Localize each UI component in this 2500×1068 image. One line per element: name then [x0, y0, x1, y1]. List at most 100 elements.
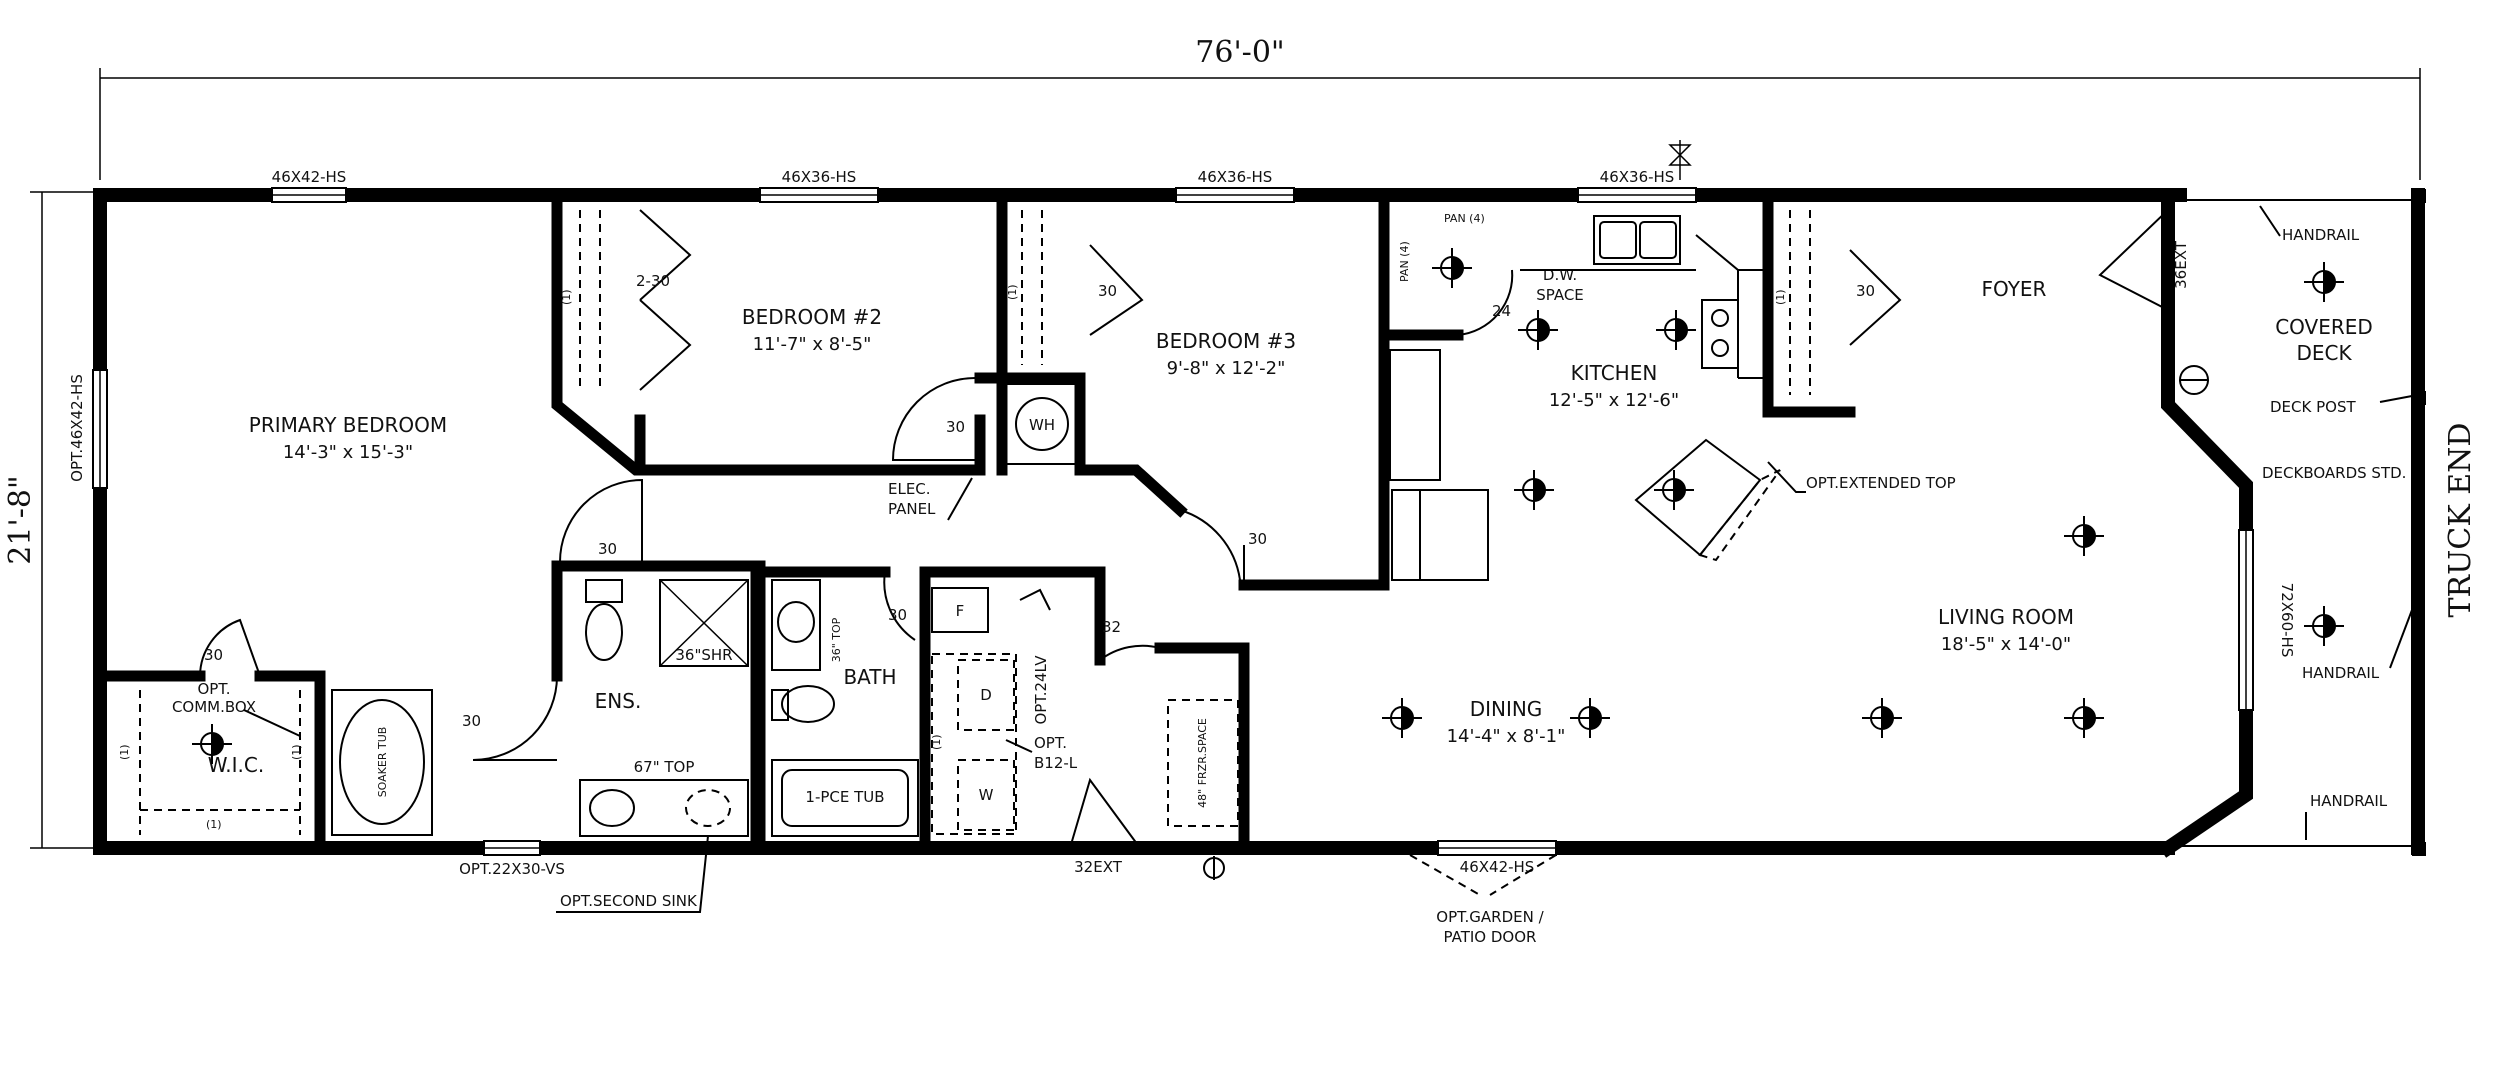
svg-text:36" TOP: 36" TOP	[830, 617, 843, 662]
pantry-label: PAN (4)	[1444, 212, 1485, 225]
svg-text:1-PCE TUB: 1-PCE TUB	[805, 788, 884, 806]
size-primary-bedroom: 14'-3" x 15'-3"	[283, 442, 413, 463]
svg-text:46X42-HS: 46X42-HS	[1460, 858, 1535, 876]
svg-text:2-30: 2-30	[636, 272, 670, 290]
svg-text:(1): (1)	[118, 744, 131, 760]
window-primary-bedroom-side: OPT.46X42-HS	[68, 369, 108, 489]
overall-width-label: 21'-8"	[3, 475, 38, 564]
svg-text:30: 30	[1856, 282, 1875, 300]
room-dining: DINING	[1470, 697, 1543, 721]
light-fixtures	[192, 248, 2344, 764]
overall-length-dimension: 76'-0"	[99, 35, 2421, 180]
deck-post-label: DECK POST	[2270, 398, 2356, 416]
window-living-room-side: 72X60-HS	[2238, 529, 2296, 711]
svg-text:48" FRZR.SPACE: 48" FRZR.SPACE	[1196, 718, 1209, 808]
ceiling-light-icon	[2064, 698, 2104, 738]
svg-text:(1): (1)	[1774, 289, 1787, 305]
room-bedroom2: BEDROOM #2	[742, 305, 882, 329]
ceiling-light-icon	[2304, 606, 2344, 646]
room-bath: BATH	[843, 665, 896, 689]
kitchen-sink	[1593, 215, 1681, 265]
opt-garden-door-label-2: PATIO DOOR	[1444, 928, 1537, 946]
svg-text:PANEL: PANEL	[888, 500, 936, 518]
svg-text:OPT.24LV: OPT.24LV	[1032, 655, 1050, 725]
ceiling-light-icon	[1432, 248, 1472, 288]
handrail-label-bottom: HANDRAIL	[2310, 792, 2388, 810]
svg-text:D: D	[980, 686, 992, 704]
window-primary-bedroom-top: 46X42-HS	[271, 168, 347, 203]
opt-comm-box-label: OPT.	[197, 680, 230, 698]
ensuite-vanity: 67" TOP	[579, 758, 749, 837]
svg-text:46X36-HS: 46X36-HS	[1198, 168, 1273, 186]
opt-extended-top-label: OPT.EXTENDED TOP	[1806, 474, 1956, 492]
svg-text:OPT.22X30-VS: OPT.22X30-VS	[459, 860, 565, 878]
svg-text:B12-L: B12-L	[1034, 754, 1078, 772]
size-bedroom3: 9'-8" x 12'-2"	[1167, 358, 1286, 379]
svg-text:30: 30	[204, 646, 223, 664]
freezer-space: 48" FRZR.SPACE	[1167, 699, 1239, 827]
electrical-panel: ELEC. PANEL	[888, 477, 973, 521]
truck-end-label: TRUCK END	[2443, 423, 2478, 618]
window-bedroom2-top: 46X36-HS	[759, 168, 879, 203]
laundry: F D W (1) OPT.24LV OPT. B12-L	[930, 587, 1078, 835]
interior-walls	[94, 189, 1856, 854]
svg-text:(1): (1)	[206, 818, 222, 831]
ceiling-light-icon	[2304, 262, 2344, 302]
covered-deck-label-1: COVERED	[2275, 315, 2373, 339]
window-dining-bottom: 46X42-HS	[1437, 840, 1557, 876]
exterior-walls	[93, 188, 2253, 858]
window-bedroom3-top: 46X36-HS	[1175, 168, 1295, 203]
room-kitchen: KITCHEN	[1571, 361, 1658, 385]
svg-text:30: 30	[462, 712, 481, 730]
deckboards-label: DECKBOARDS STD.	[2262, 464, 2406, 482]
exterior-outlet-icon	[1203, 856, 1225, 880]
svg-text:W: W	[979, 786, 994, 804]
svg-text:30: 30	[888, 606, 907, 624]
svg-text:46X36-HS: 46X36-HS	[1600, 168, 1675, 186]
opt-second-sink-label: OPT.SECOND SINK	[560, 892, 698, 910]
svg-text:36EXT: 36EXT	[2172, 240, 2190, 289]
svg-text:24: 24	[1492, 302, 1511, 320]
shower: 36"SHR	[659, 579, 749, 667]
svg-text:ELEC.: ELEC.	[888, 480, 931, 498]
svg-text:46X36-HS: 46X36-HS	[782, 168, 857, 186]
svg-text:30: 30	[598, 540, 617, 558]
ceiling-light-icon	[1656, 310, 1696, 350]
ceiling-light-icon	[2064, 516, 2104, 556]
room-foyer: FOYER	[1982, 277, 2047, 301]
svg-text:F: F	[956, 602, 965, 620]
dishwasher-label-2: SPACE	[1536, 286, 1584, 304]
svg-text:WH: WH	[1029, 416, 1055, 434]
soaker-tub: SOAKER TUB	[331, 689, 433, 836]
room-labels: PRIMARY BEDROOM 14'-3" x 15'-3" BEDROOM …	[208, 277, 2373, 777]
pantry-label-2: PAN (4)	[1398, 241, 1411, 282]
svg-text:OPT.: OPT.	[1034, 734, 1067, 752]
size-bedroom2: 11'-7" x 8'-5"	[753, 334, 872, 355]
svg-text:30: 30	[946, 418, 965, 436]
bathtub: 1-PCE TUB	[771, 759, 919, 837]
ceiling-light-icon	[1570, 698, 1610, 738]
bath-vanity: 36" TOP	[771, 579, 843, 671]
fixtures: WH ELEC. PANEL PAN (4) PAN (4) D.W. SPAC…	[172, 212, 1956, 946]
svg-text:67" TOP: 67" TOP	[634, 758, 695, 776]
closet-shelves: (1) (1) (1) (1) (1) (1)	[118, 210, 1811, 835]
svg-text:OPT.46X42-HS: OPT.46X42-HS	[68, 374, 86, 482]
window-ensuite-bottom: OPT.22X30-VS	[459, 840, 565, 878]
size-dining: 14'-4" x 8'-1"	[1447, 726, 1566, 747]
svg-text:36"SHR: 36"SHR	[675, 646, 732, 664]
svg-text:32EXT: 32EXT	[1074, 858, 1123, 876]
svg-text:(1): (1)	[930, 734, 943, 750]
svg-text:(1): (1)	[1006, 284, 1019, 300]
svg-text:46X42-HS: 46X42-HS	[272, 168, 347, 186]
svg-text:(1): (1)	[560, 289, 573, 305]
svg-text:72X60-HS: 72X60-HS	[2278, 583, 2296, 658]
handrail-label-mid: HANDRAIL	[2302, 664, 2380, 682]
ceiling-light-icon	[1862, 698, 1902, 738]
window-kitchen-top: 46X36-HS	[1577, 140, 1697, 203]
water-heater: WH	[999, 383, 1077, 465]
svg-text:(1): (1)	[290, 744, 303, 760]
deck: HANDRAIL DECK POST DECKBOARDS STD. HANDR…	[2179, 188, 2478, 856]
size-kitchen: 12'-5" x 12'-6"	[1549, 390, 1679, 411]
overall-width-dimension: 21'-8"	[3, 191, 100, 849]
